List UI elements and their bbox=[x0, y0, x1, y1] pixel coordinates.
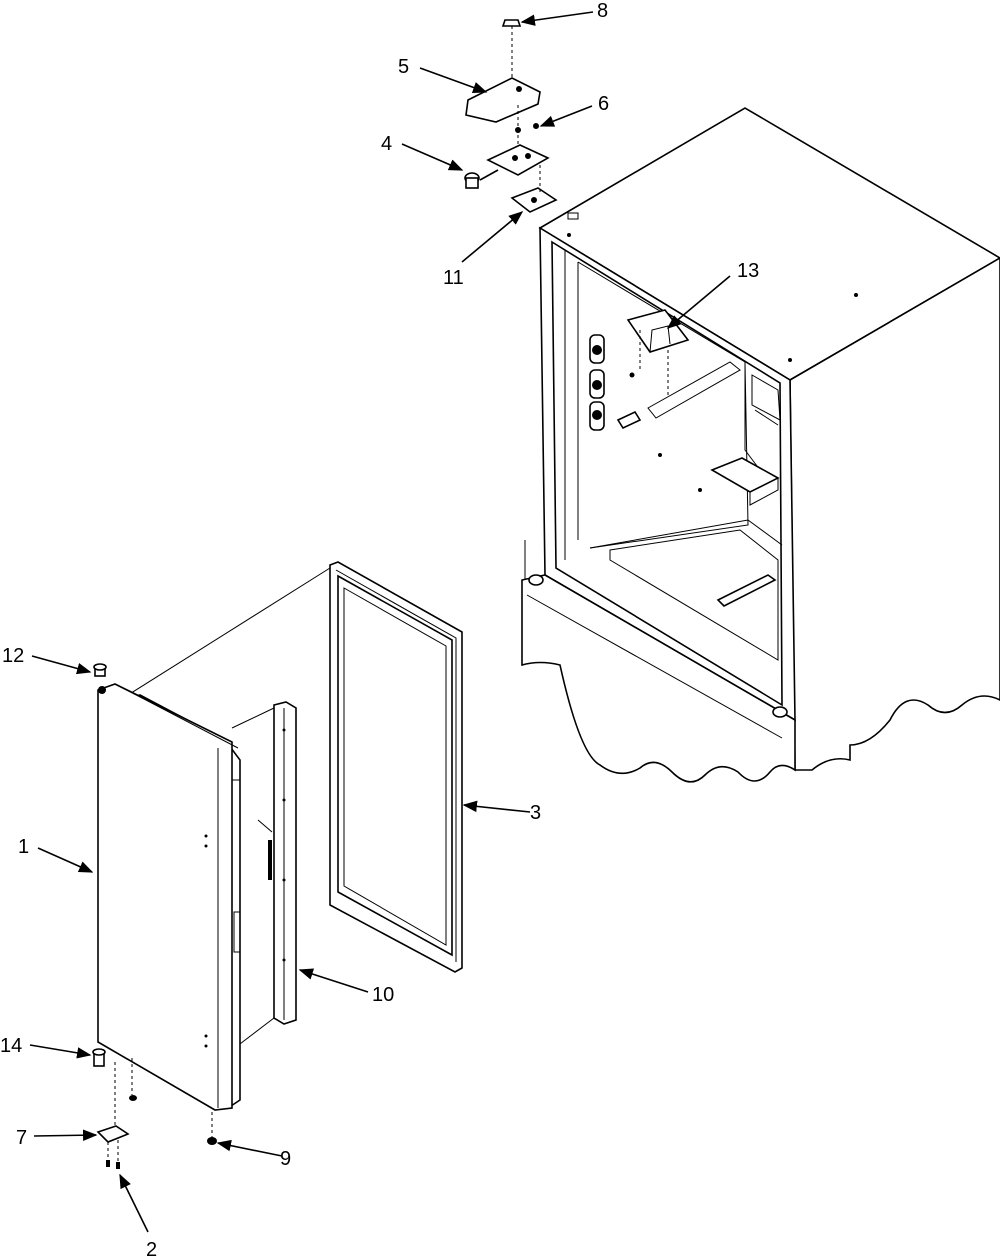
callout-11: 11 bbox=[443, 267, 464, 289]
callout-4: 4 bbox=[381, 133, 392, 155]
door-trim-strip bbox=[273, 701, 297, 1025]
door-gasket bbox=[329, 561, 463, 973]
leader-arrows bbox=[29, 11, 731, 1233]
callout-5: 5 bbox=[398, 56, 409, 78]
callout-3: 3 bbox=[530, 802, 541, 824]
callout-13: 13 bbox=[737, 260, 759, 282]
callout-14: 14 bbox=[0, 1035, 22, 1057]
callout-10: 10 bbox=[372, 984, 394, 1006]
callout-9: 9 bbox=[280, 1148, 291, 1170]
callout-12: 12 bbox=[2, 645, 24, 667]
callout-8: 8 bbox=[597, 0, 608, 22]
refrigerator-cabinet bbox=[521, 107, 1000, 783]
top-hinge-assembly bbox=[464, 19, 558, 213]
door-hardware bbox=[92, 663, 130, 1169]
callout-2: 2 bbox=[146, 1239, 157, 1258]
refrigerator-door bbox=[97, 567, 331, 1145]
callout-7: 7 bbox=[16, 1127, 27, 1149]
callout-labels: 8 5 6 4 11 13 3 10 1 12 14 7 9 2 bbox=[0, 0, 759, 1258]
callout-1: 1 bbox=[18, 836, 29, 858]
callout-6: 6 bbox=[598, 93, 609, 115]
